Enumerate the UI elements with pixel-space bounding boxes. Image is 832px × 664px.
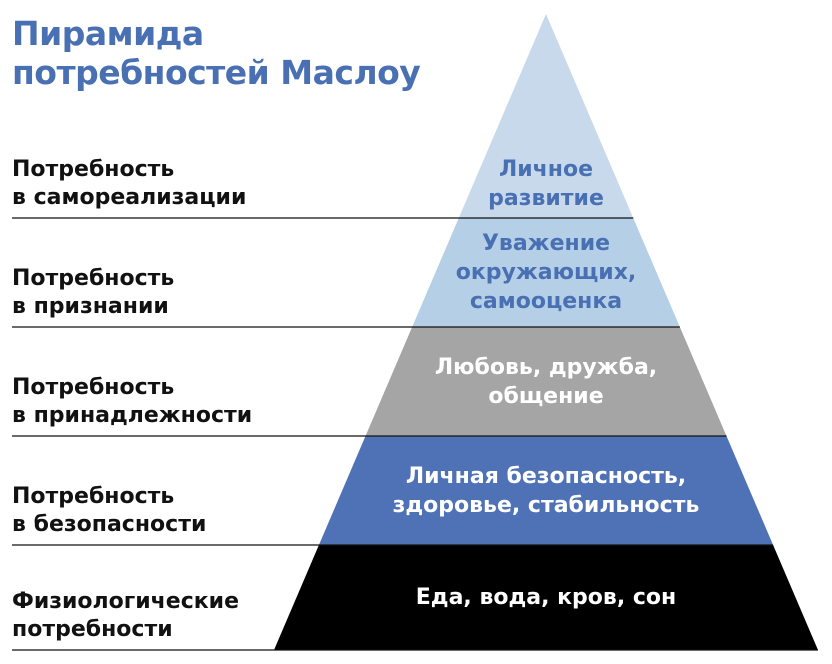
level-label-esteem: Потребность в признании: [12, 265, 174, 321]
pyramid-tier-self-actualization: [458, 14, 634, 218]
level-label-safety: Потребность в безопасности: [12, 483, 206, 539]
level-label-line: в признании: [12, 294, 169, 319]
tier-text-line: Любовь, дружба,: [434, 354, 658, 380]
pyramid-tier-esteem: [412, 218, 680, 327]
level-label-line: потребности: [12, 617, 173, 642]
tier-text-esteem: Уважение окружающих, самооценка: [346, 229, 746, 316]
pyramid-tier-belonging: [365, 327, 727, 436]
tier-text-line: окружающих,: [455, 260, 637, 285]
level-label-self-actualization: Потребность в самореализации: [12, 156, 246, 212]
pyramid-tier-physiological: [274, 545, 818, 650]
pyramid-tier-safety: [318, 436, 774, 545]
level-label-line: в безопасности: [12, 512, 207, 537]
level-label-line: Потребность: [12, 266, 175, 291]
tier-text-line: здоровье, стабильность: [392, 492, 700, 518]
tier-text-physiological: Еда, вода, кров, сон: [346, 583, 746, 612]
title-line-1: Пирамида: [12, 14, 204, 53]
diagram-title: Пирамида потребностей Маслоу: [12, 14, 421, 92]
tier-text-line: Еда, вода, кров, сон: [415, 585, 677, 610]
level-label-line: в принадлежности: [12, 403, 253, 428]
tier-text-safety: Личная безопасность, здоровье, стабильнос…: [346, 462, 746, 520]
tier-text-line: Уважение: [481, 231, 611, 256]
level-label-line: Физиологические: [12, 589, 240, 614]
level-label-line: Потребность: [12, 157, 175, 182]
tier-text-line: самооценка: [469, 289, 623, 314]
tier-text-line: развитие: [488, 186, 604, 211]
level-label-belonging: Потребность в принадлежности: [12, 374, 252, 430]
tier-text-self-actualization: Личное развитие: [346, 155, 746, 213]
level-label-line: в самореализации: [12, 185, 247, 210]
tier-text-line: общение: [488, 383, 604, 409]
tier-text-line: Личная безопасность,: [405, 463, 687, 489]
tier-text-line: Личное: [498, 157, 594, 182]
level-label-physiological: Физиологические потребности: [12, 588, 239, 644]
level-label-line: Потребность: [12, 484, 175, 509]
level-label-line: Потребность: [12, 375, 175, 400]
title-line-2: потребностей Маслоу: [12, 53, 421, 92]
tier-text-belonging: Любовь, дружба, общение: [346, 353, 746, 411]
